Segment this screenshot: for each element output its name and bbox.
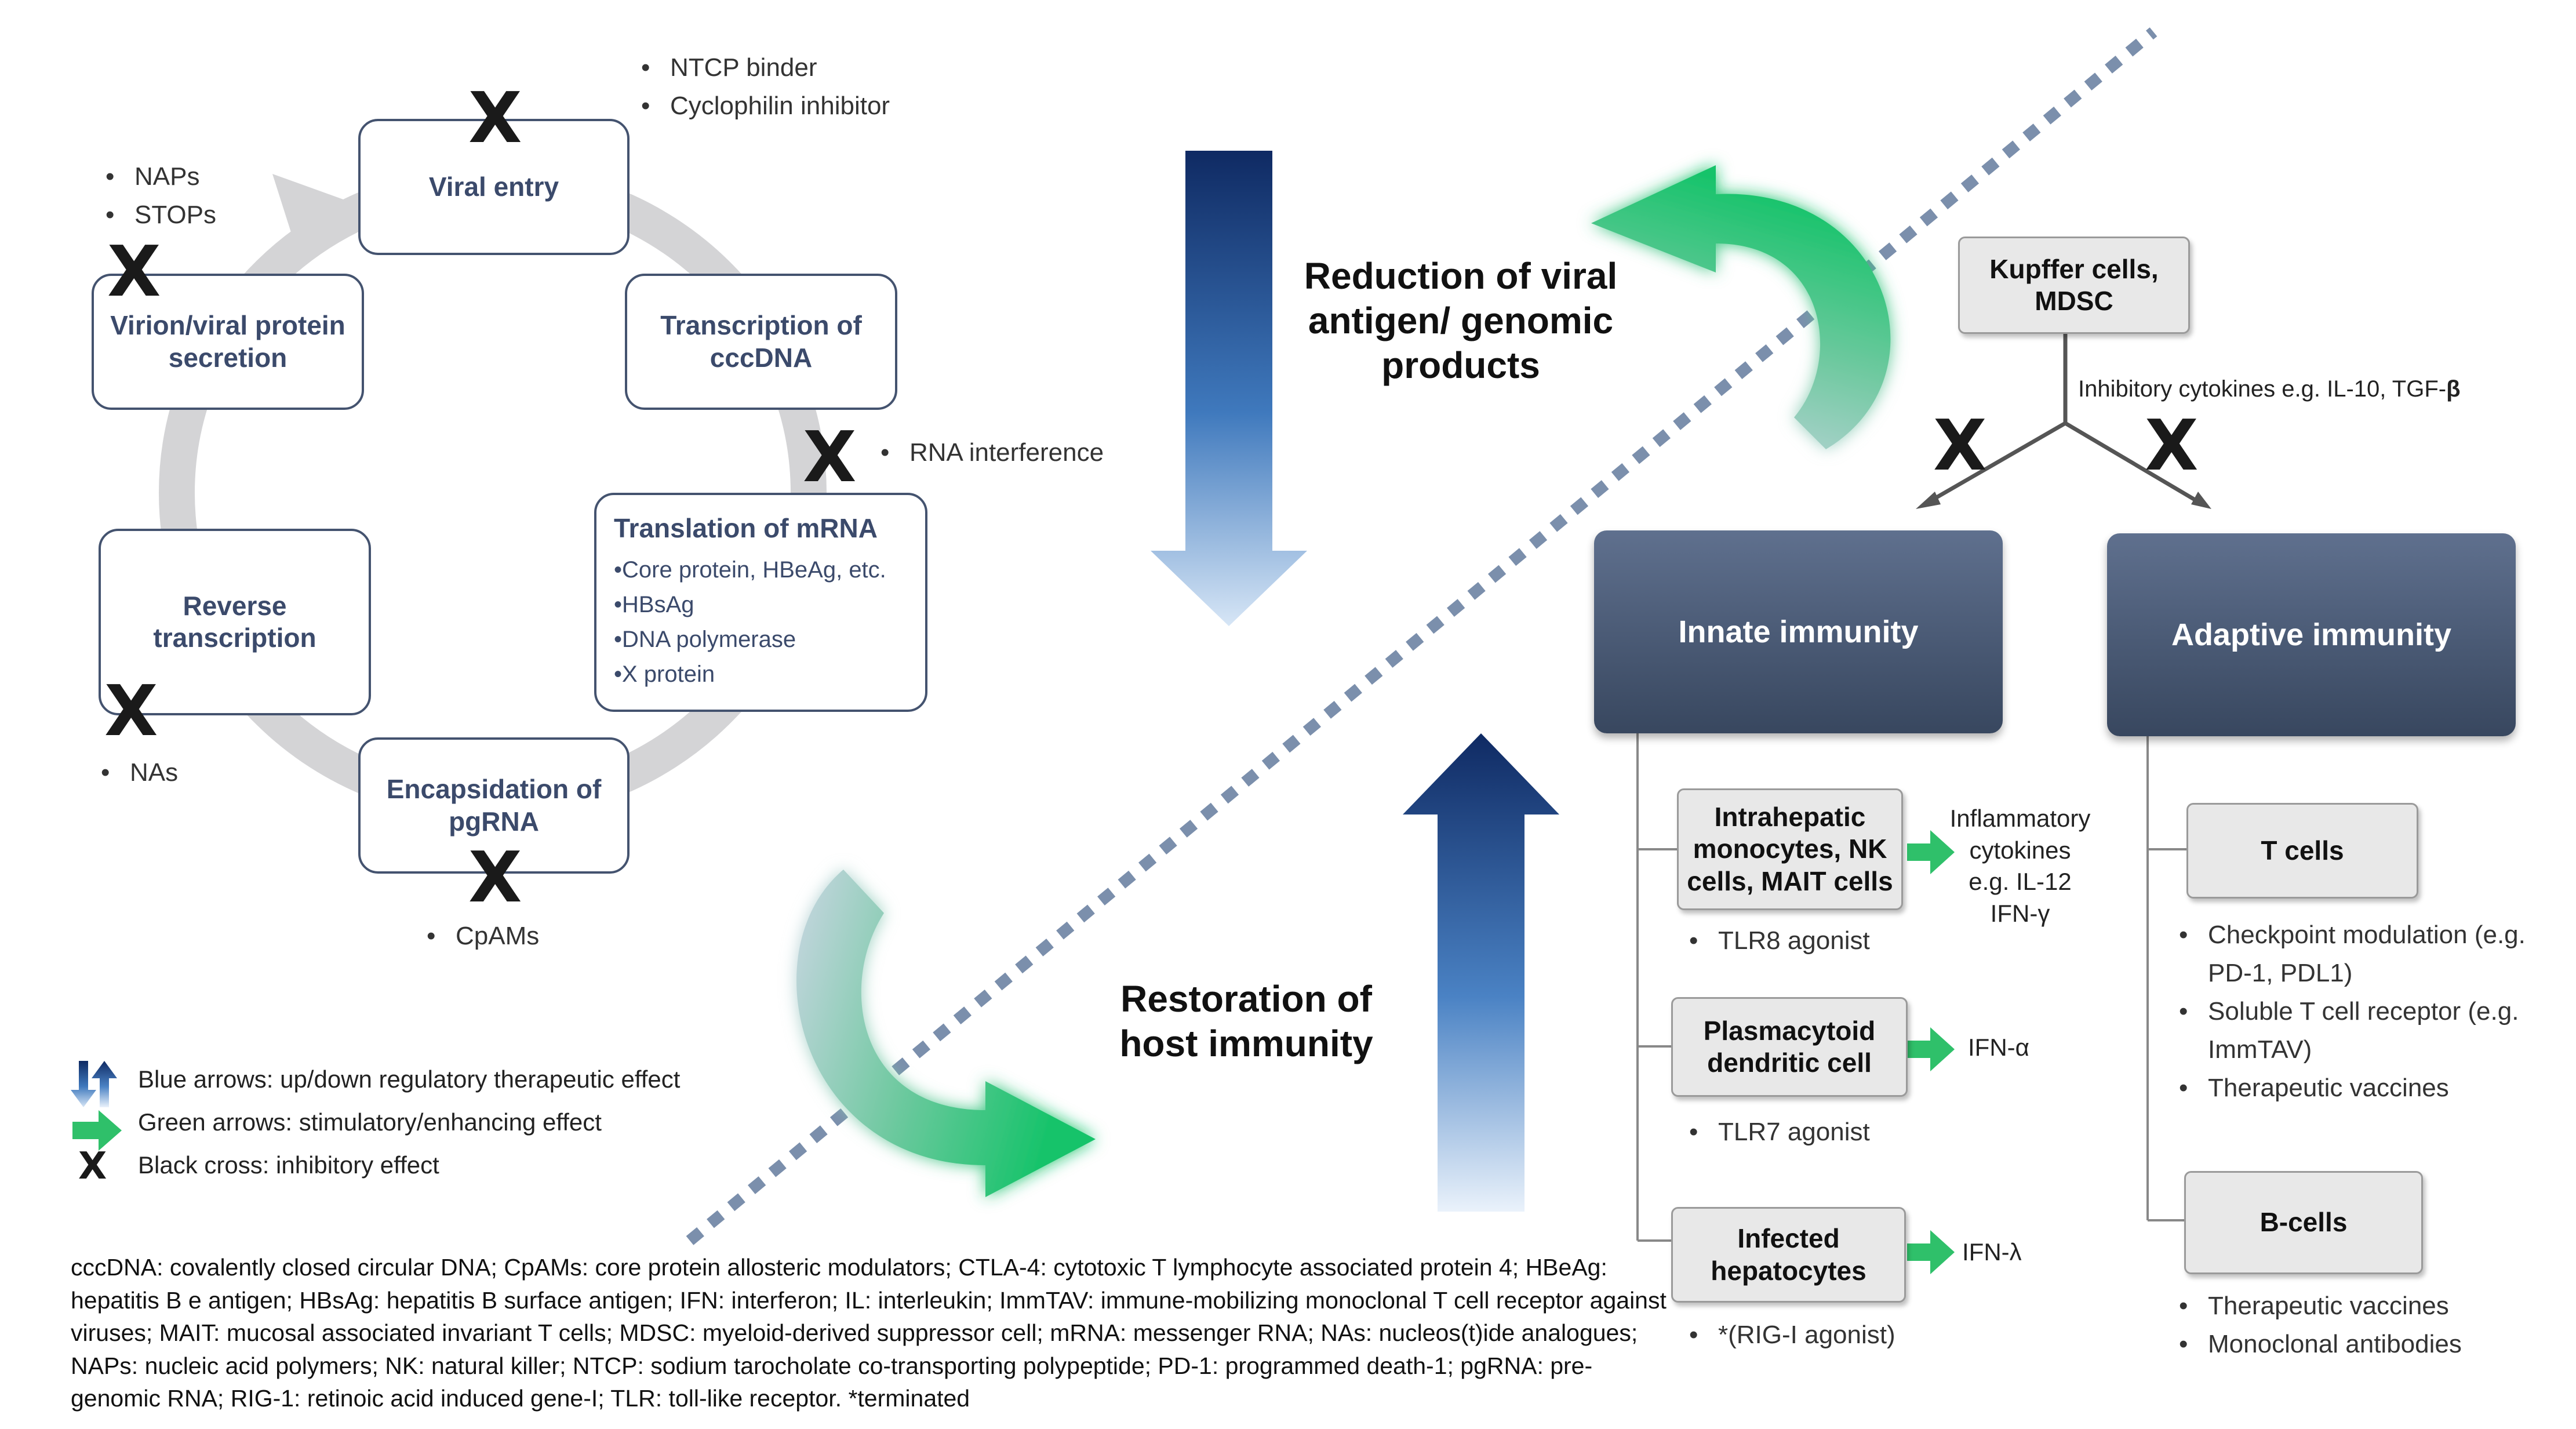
tlr8-item: TLR8 agonist [1681,922,1870,960]
cross-secretion-icon: X [107,232,161,312]
adaptive-immunity-box: Adaptive immunity [2107,533,2516,736]
inhibitor-item: RNA interference [872,434,1104,472]
inhibitor-item: NAs [93,754,178,792]
tcell-therapy-item: Checkpoint modulation (e.g. PD-1, PDL1) [2171,916,2565,992]
cross-rna-icon: X [803,417,857,498]
inhibitory-cytokines-label: Inhibitory cytokines e.g. IL-10, TGF- [2078,376,2447,402]
innate-immunity-box: Innate immunity [1594,530,2003,733]
legend-green-row: Green arrows: stimulatory/enhancing effe… [138,1108,602,1136]
green-arrow-inflammatory [1907,830,1955,874]
reverse-inhibitor-list: NAs [93,754,178,792]
legend-blue-row: Blue arrows: up/down regulatory therapeu… [138,1066,680,1093]
tcell-therapy-item: Soluble T cell receptor (e.g. ImmTAV) [2171,992,2565,1069]
hepatocytes-box: Infected hepatocytes [1671,1207,1906,1303]
tlr7-item: TLR7 agonist [1681,1113,1870,1151]
cross-adaptive-icon: X [2145,406,2199,486]
bcell-therapy-item: Monoclonal antibodies [2171,1325,2565,1363]
reverse-transcription-box: Reverse transcription [99,529,371,715]
translation-item: •DNA polymerase [614,627,796,653]
inhibitor-item: NAPs [97,158,216,196]
reverse-transcription-label: Reverse transcription [153,590,316,653]
monocytes-label: Intrahepatic monocytes, NK cells, MAIT c… [1687,802,1893,896]
pdc-box: Plasmacytoid dendritic cell [1671,997,1908,1097]
encapsidation-label: Encapsidation of pgRNA [386,774,602,837]
bcells-label: B-cells [2260,1207,2348,1238]
translation-item: •Core protein, HBeAg, etc. [614,557,886,583]
dotted-divider-line [686,27,2157,1245]
viral-entry-box: Viral entry [358,119,630,255]
kupffer-to-adaptive-head [2191,492,2211,509]
secretion-label: Virion/viral protein secretion [110,310,345,373]
down-arrow [1151,151,1307,626]
reduction-text: Reduction of viral antigen/ genomic prod… [1304,255,1618,386]
green-arrow-top [1591,165,1891,449]
monocytes-box: Intrahepatic monocytes, NK cells, MAIT c… [1677,788,1903,910]
viral-entry-label: Viral entry [428,171,559,202]
transcription-box: Transcription of cccDNA [625,274,897,410]
legend-blue-down-arrow-icon [71,1061,96,1107]
kupffer-to-adaptive [2064,421,2204,507]
tcell-therapy-item: Therapeutic vaccines [2171,1069,2565,1107]
pdc-label: Plasmacytoid dendritic cell [1703,1015,1876,1078]
inhibitor-item: Cyclophilin inhibitor [633,87,890,125]
hepatocytes-label: Infected hepatocytes [1711,1223,1866,1286]
green-arrow-ifn-lambda [1907,1230,1955,1274]
secretion-inhibitor-list: NAPs STOPs [97,158,216,234]
legend-cross-row: Black cross: inhibitory effect [138,1151,439,1179]
legend-green-text: Green arrows: stimulatory/enhancing effe… [138,1108,602,1136]
translation-title: Translation of mRNA [614,513,878,543]
kupffer-label: Kupffer cells, MDSC [1989,253,2159,316]
legend-blue-text: Blue arrows: up/down regulatory therapeu… [138,1066,681,1093]
green-arrow-ifn-alpha [1907,1027,1955,1071]
rig-list: *(RIG-I agonist) [1681,1316,1895,1354]
inhibitory-cytokines-text: Inhibitory cytokines e.g. IL-10, TGF-β [2078,374,2461,404]
cross-encapsidation-icon: X [468,838,522,918]
cycle-ring-arrowhead [272,174,345,238]
secretion-box: Virion/viral protein secretion [92,274,364,410]
bcells-box: B-cells [2184,1171,2423,1274]
beta-symbol: β [2446,376,2461,402]
encapsidation-box: Encapsidation of pgRNA [358,737,630,874]
ifn-lambda-text: IFN-λ [1962,1238,2022,1266]
legend-cross-text: Black cross: inhibitory effect [138,1151,439,1179]
rig-item: *(RIG-I agonist) [1681,1316,1895,1354]
legend-blue-up-arrow-icon [92,1061,117,1107]
cross-innate-icon: X [1933,406,1987,486]
adaptive-immunity-label: Adaptive immunity [2171,617,2452,652]
tcells-label: T cells [2261,835,2344,866]
tcell-therapy-list: Checkpoint modulation (e.g. PD-1, PDL1) … [2171,916,2565,1107]
legend-cross-icon: X [78,1145,107,1188]
inflammatory-cytokines-text: Inflammatory cytokines e.g. IL-12 IFN-γ [1949,805,2091,927]
entry-inhibitor-list: NTCP binder Cyclophilin inhibitor [633,49,890,125]
bcell-therapy-list: Therapeutic vaccines Monoclonal antibodi… [2171,1287,2565,1363]
inhibitor-item: CpAMs [419,917,539,955]
green-arrow-bottom [796,870,1096,1197]
rna-inhibitor-list: RNA interference [872,434,1104,472]
translation-item: •HBsAg [614,592,694,618]
tcells-box: T cells [2186,803,2418,899]
translation-box: Translation of mRNA •Core protein, HBeAg… [594,493,927,712]
inhibitor-item: STOPs [97,196,216,234]
legend-green-arrow-icon [72,1110,122,1151]
kupffer-to-innate-head [1916,492,1941,509]
tlr7-list: TLR7 agonist [1681,1113,1870,1151]
abbreviations-footnote: cccDNA: covalently closed circular DNA; … [71,1254,1667,1412]
kupffer-to-innate [1923,421,2066,507]
cross-entry-icon: X [468,78,522,159]
bcell-therapy-item: Therapeutic vaccines [2171,1287,2565,1325]
restoration-text: Restoration of host immunity [1119,978,1373,1064]
kupffer-box: Kupffer cells, MDSC [1958,237,2190,334]
innate-immunity-label: Innate immunity [1678,614,1919,649]
translation-item: •X protein [614,661,715,688]
encapsidation-inhibitor-list: CpAMs [419,917,539,955]
tlr8-list: TLR8 agonist [1681,922,1870,960]
inhibitor-item: NTCP binder [633,49,890,87]
ifn-alpha-text: IFN-α [1968,1034,2029,1061]
cross-reverse-icon: X [104,671,158,752]
up-arrow [1403,733,1559,1212]
transcription-label: Transcription of cccDNA [660,310,862,373]
